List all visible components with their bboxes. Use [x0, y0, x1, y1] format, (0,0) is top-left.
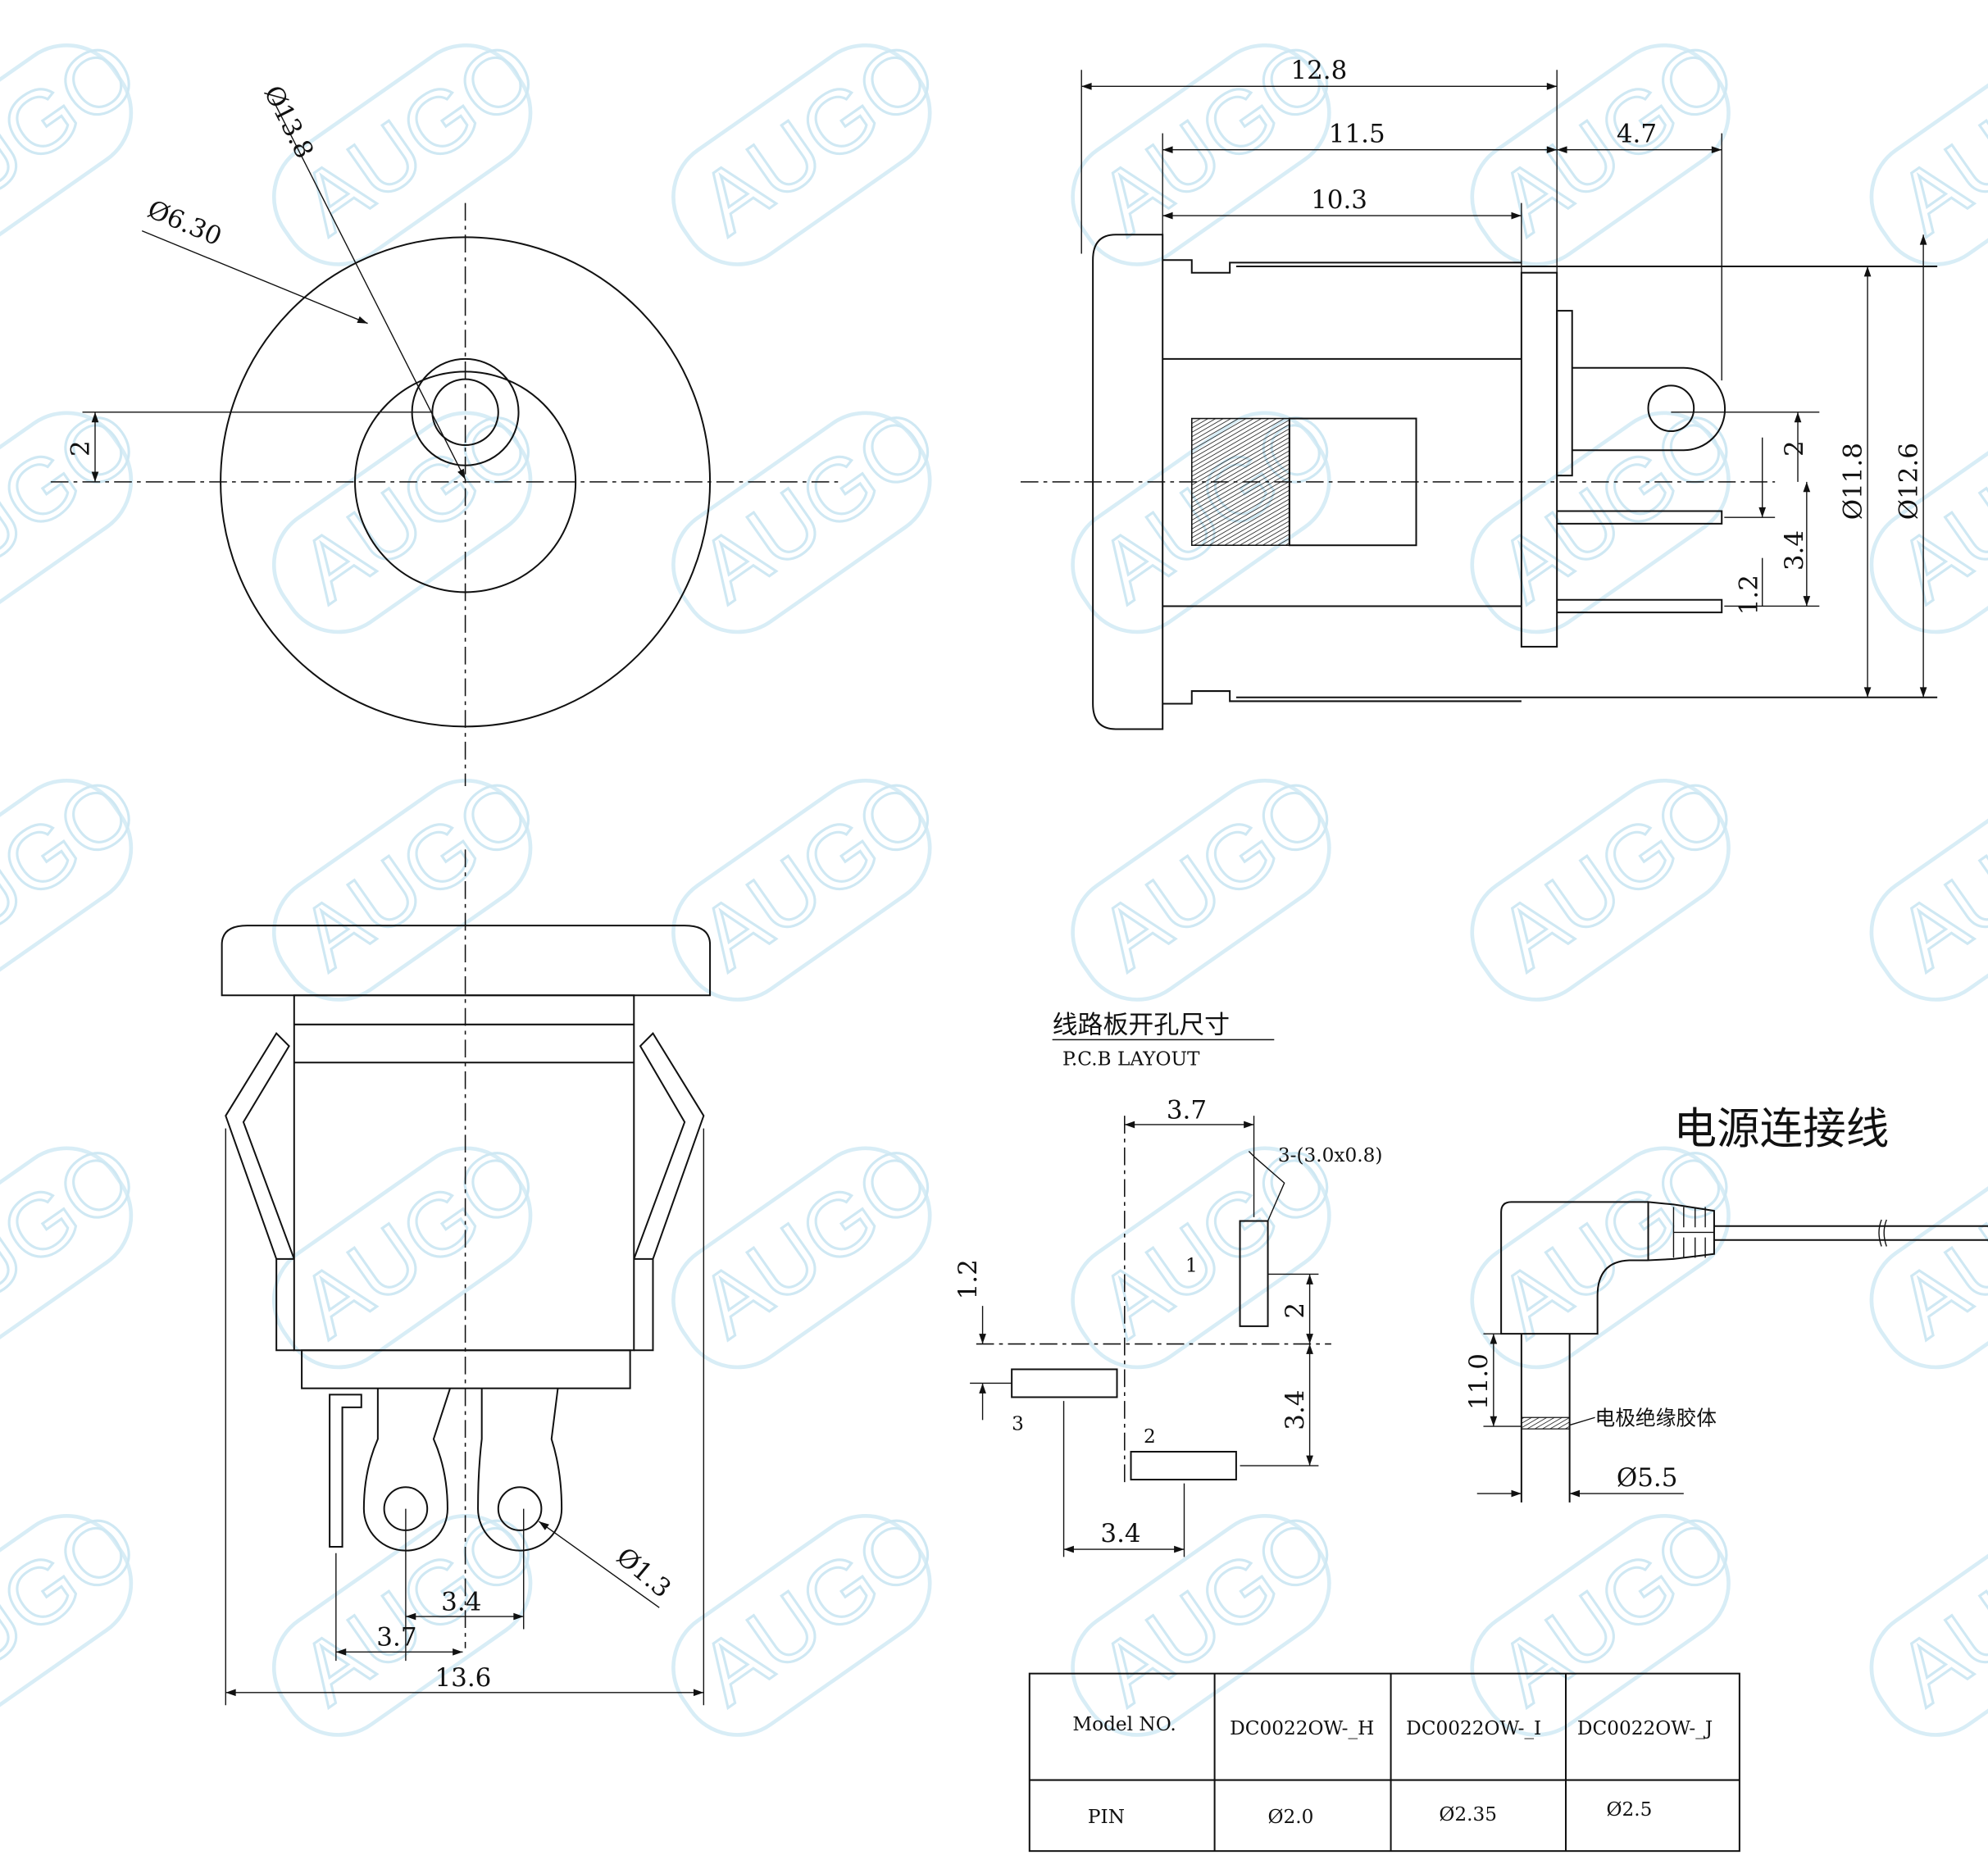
power-cable: 电源连接线 11.0 电极绝缘胶体 Ø5.5 [1464, 1104, 1988, 1503]
watermark-logo: AUGO [1869, 756, 1988, 1002]
watermark-logo: AUGO [0, 20, 155, 266]
table-header-h: DC0022OW-_H [1230, 1717, 1374, 1739]
pcb-dim-right2: 3.4 [1281, 1390, 1310, 1430]
pcb-dim-right1: 2 [1281, 1303, 1310, 1319]
bottom-view: 3.4 3.7 13.6 Ø1.3 [221, 849, 712, 1706]
pcb-dim-bottom: 3.4 [1100, 1519, 1140, 1548]
pcb-title-cn: 线路板开孔尺寸 [1053, 1011, 1230, 1040]
table-header-i: DC0022OW-_I [1406, 1717, 1541, 1739]
watermark-logo: AUGO [1869, 1491, 1988, 1737]
pcb-layout: 线路板开孔尺寸 P.C.B LAYOUT 3.7 3-(3.0x0.8) 1 3… [953, 1011, 1383, 1557]
watermark-logo: AUGO [671, 20, 954, 266]
dim-1-2: 1.2 [1735, 575, 1764, 615]
watermark-logo: AUGO [271, 1123, 555, 1370]
watermark-logo: AUGO [1071, 756, 1353, 1002]
watermark-logo: AUGO [271, 756, 555, 1002]
table-header-model: Model NO. [1072, 1713, 1176, 1735]
watermark-layer: AUGO AUGO AUGO AUGO AUGO AUGO AUGO AUGO AUGO AUGO… [0, 20, 1988, 1737]
watermark-logo: AUGO [1869, 1123, 1988, 1370]
svg-text:AUGO: AUGO [682, 21, 953, 252]
pcb-slot-spec: 3-(3.0x0.8) [1278, 1144, 1383, 1166]
svg-text:AUGO: AUGO [1481, 757, 1752, 988]
dim-inner-dia: Ø6.30 [143, 194, 226, 252]
watermark-logo: AUGO [1470, 756, 1753, 1002]
svg-text:AUGO: AUGO [1481, 1125, 1752, 1356]
pcb-pin-3: 3 [1012, 1413, 1024, 1435]
svg-text:AUGO: AUGO [1081, 757, 1353, 988]
dim-12-6: Ø12.6 [1894, 443, 1923, 520]
dim-11-5: 11.5 [1329, 119, 1385, 148]
svg-text:AUGO: AUGO [282, 1125, 553, 1356]
dim-width: 13.6 [434, 1663, 491, 1693]
watermark-logo: AUGO [671, 756, 954, 1002]
svg-text:AUGO: AUGO [282, 757, 553, 988]
svg-text:AUGO: AUGO [1880, 1492, 1988, 1723]
watermark-logo: AUGO [671, 1491, 954, 1737]
watermark-logo: AUGO [0, 1491, 155, 1737]
dim-11-8: Ø11.8 [1838, 443, 1867, 520]
pcb-dim-left: 1.2 [953, 1259, 983, 1299]
svg-text:AUGO: AUGO [282, 21, 553, 252]
svg-text:AUGO: AUGO [682, 757, 953, 988]
svg-text:AUGO: AUGO [682, 1125, 953, 1356]
table-cell-h: Ø2.0 [1268, 1806, 1314, 1828]
watermark-logo: AUGO [1470, 388, 1753, 634]
dim-pin-offset: 3.7 [376, 1623, 416, 1653]
side-view: 12.8 11.5 4.7 10.3 2 3.4 1.2 Ø11.8 Ø12.6 [1020, 56, 1938, 730]
dim-hole: Ø1.3 [611, 1542, 676, 1603]
dim-offset: 2 [66, 440, 95, 457]
model-table: Model NO. DC0022OW-_H DC0022OW-_I DC0022… [1028, 1672, 1740, 1853]
pcb-dim-top: 3.7 [1167, 1095, 1207, 1125]
pcb-title-en: P.C.B LAYOUT [1062, 1048, 1200, 1070]
svg-text:AUGO: AUGO [1880, 757, 1988, 988]
cable-dim-length: 11.0 [1464, 1353, 1494, 1410]
watermark-logo: AUGO [671, 1123, 954, 1370]
table-cell-i: Ø2.35 [1439, 1803, 1497, 1825]
watermark-logo: AUGO [1869, 20, 1988, 266]
watermark-logo: AUGO [0, 756, 155, 1002]
cable-insulator-label: 电极绝缘胶体 [1595, 1407, 1717, 1430]
watermark-logo: AUGO [1470, 20, 1753, 266]
table-cell-j: Ø2.5 [1606, 1798, 1652, 1821]
pcb-pin-1: 1 [1185, 1254, 1198, 1276]
pcb-pin-2: 2 [1144, 1425, 1156, 1448]
table-header-j: DC0022OW-_J [1577, 1717, 1713, 1739]
watermark-logo: AUGO [271, 1491, 555, 1737]
watermark-logo: AUGO [671, 388, 954, 634]
dim-3-4: 3.4 [1780, 530, 1809, 571]
dim-4-7: 4.7 [1617, 119, 1657, 148]
svg-text:AUGO: AUGO [1880, 21, 1988, 252]
dim-12-8: 12.8 [1290, 56, 1347, 85]
front-view: 2 Ø13.8 Ø6.30 [50, 81, 844, 787]
dim-10-3: 10.3 [1311, 185, 1367, 215]
dim-pin-spacing: 3.4 [441, 1587, 481, 1616]
cable-dim-dia: Ø5.5 [1617, 1463, 1678, 1493]
svg-text:AUGO: AUGO [1481, 1492, 1752, 1723]
svg-text:AUGO: AUGO [682, 1492, 953, 1723]
watermark-logo: AUGO [0, 388, 155, 634]
table-cell-pin: PIN [1088, 1806, 1125, 1828]
svg-text:AUGO: AUGO [282, 389, 553, 621]
watermark-logo: AUGO [1470, 1123, 1753, 1370]
watermark-logo: AUGO [0, 1123, 155, 1370]
cable-title: 电源连接线 [1673, 1104, 1889, 1154]
svg-text:AUGO: AUGO [682, 389, 953, 621]
dim-outer-dia: Ø13.8 [258, 81, 320, 163]
dim-2: 2 [1780, 440, 1809, 457]
